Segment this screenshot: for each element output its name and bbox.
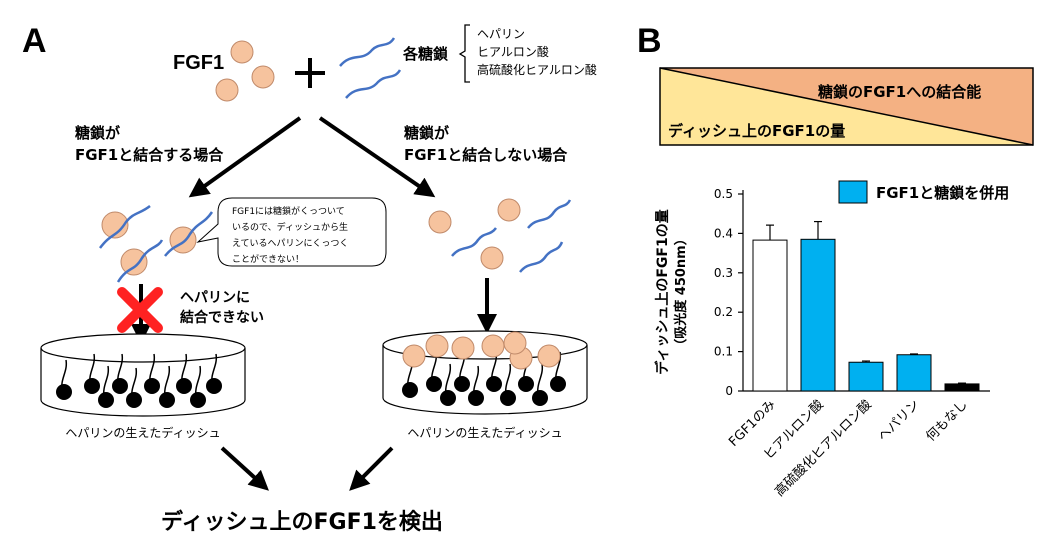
speech-line4: ことができない！ [232,253,304,265]
left-case-line1: 糖鎖が [75,124,121,142]
wedge-bottom-text: ディッシュ上のFGF1の量 [668,122,845,140]
fgf1-bound-complexes [99,205,214,283]
arrow-right-branch [318,116,436,198]
sugar-chains-free [451,199,572,273]
x-tick-label: 何もなし [923,397,971,445]
speech-bubble [196,197,387,267]
sugar-type-hyaluronic: ヒアルロン酸 [477,44,549,59]
speech-line1: FGF1には糖鎖がくっついて [232,205,345,217]
panel-a-label: A [22,22,47,60]
x-tick-label: ヘパリン [875,397,922,444]
dish-label-right: ヘパリンの生えたディッシュ [407,425,562,440]
wedge-graphic [659,67,1034,146]
y-tick-label: 0 [725,384,733,398]
arrow-converge-right [349,446,394,491]
brace [458,24,470,83]
dish-right [382,330,588,415]
cannot-bind-line1: ヘパリンに [180,290,250,306]
wedge-top-text: 糖鎖のFGF1への結合能 [818,83,981,101]
right-case-line1: 糖鎖が [404,124,450,142]
y-tick-label: 0.2 [714,305,733,319]
legend-swatch [838,180,868,204]
speech-line3: えているヘパリンにくっつく [232,238,348,249]
y-tick-label: 0.1 [714,345,733,359]
bar [944,383,980,392]
dish-left [40,333,246,417]
speech-line2: いるので、ディッシュから生 [232,221,348,233]
arrow-left-branch [188,116,302,198]
bar [752,239,788,392]
left-case-line2: FGF1と結合する場合 [75,146,224,164]
sugar-label: 各糖鎖 [402,45,449,63]
bottom-text: ディッシュ上のFGF1を検出 [161,509,443,535]
bar-chart: 00.10.20.30.40.5 FGF1のみヒアルロン酸高硫酸化ヒアルロン酸ヘ… [714,187,990,500]
y-tick-label: 0.5 [714,187,733,201]
y-axis-label-line2: （吸光度 450nm） [673,232,689,351]
sugar-type-heparin: ヘパリン [477,27,525,41]
y-axis-label-group: ディッシュ上のFGF1の量 （吸光度 450nm） [654,209,689,374]
y-axis-label-line1: ディッシュ上のFGF1の量 [654,209,671,374]
cross-icon [117,287,163,333]
y-tick-label: 0.3 [714,266,733,280]
sugar-chains-top [339,37,402,99]
x-tick-label: 高硫酸化ヒアルロン酸 [772,397,875,500]
fgf1-molecules-top [215,40,275,102]
bar [896,354,932,392]
right-case-line2: FGF1と結合しない場合 [404,146,568,164]
legend-label: FGF1と糖鎖を併用 [876,184,1009,202]
plus-icon [295,58,325,88]
bar [848,361,884,392]
bar [800,238,836,392]
cannot-bind-line2: 結合できない [180,309,264,326]
y-tick-label: 0.4 [714,226,733,240]
dish-label-left: ヘパリンの生えたディッシュ [65,425,220,440]
arrow-converge-left [220,446,269,491]
panel-b-label: B [637,22,662,60]
sugar-type-sulfated-hyaluronic: 高硫酸化ヒアルロン酸 [477,62,597,77]
fgf1-label: FGF1 [173,52,224,74]
fgf1-free-molecules [428,198,521,270]
